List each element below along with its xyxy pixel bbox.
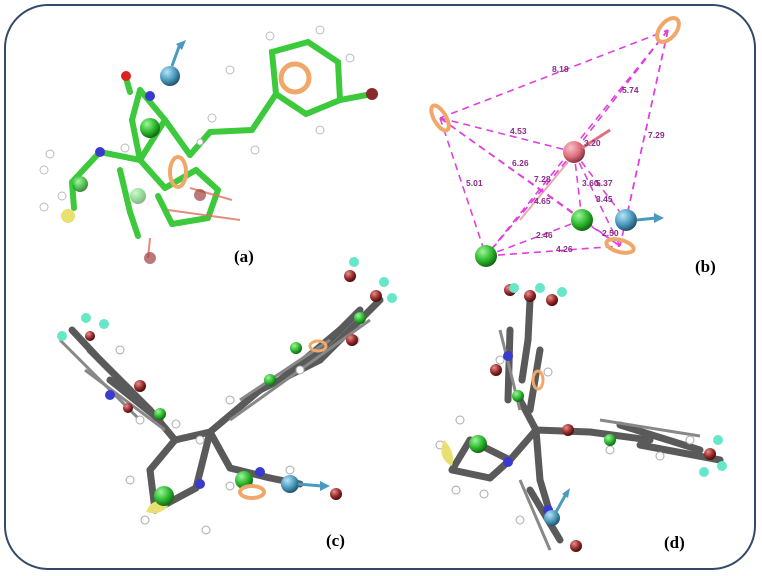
sulfur-atom [61, 209, 75, 223]
panel-d-alignment [435, 283, 727, 552]
distance-label: 3.45 [596, 194, 613, 204]
distance-label: 3.60 [582, 178, 599, 188]
nitrogen-atom [105, 390, 115, 400]
oxygen-atom [121, 71, 131, 81]
hydrophobic-sphere [571, 209, 593, 231]
distance-label: 2.46 [536, 230, 553, 240]
distance-label: 4.26 [556, 244, 573, 254]
hbond-donor-sphere [615, 209, 637, 231]
bromine-atom [490, 364, 502, 376]
bromine-atom [134, 380, 146, 392]
distance-label: 3.20 [584, 138, 601, 148]
hydrophobic-sphere [140, 118, 160, 138]
hbond-donor-sphere [544, 510, 560, 526]
aromatic-ring-feature [604, 237, 636, 255]
hbond-donor-sphere [281, 475, 299, 493]
panel-d-label: (d) [664, 533, 685, 552]
distance-label: 7.28 [534, 174, 551, 184]
panel-a-label: (a) [234, 247, 254, 266]
nitrogen-atom [503, 351, 513, 361]
hydrophobic-sphere [469, 435, 487, 453]
panel-b-label: (b) [695, 257, 716, 276]
hydrophobic-sphere [154, 486, 174, 506]
bromine-atom [144, 252, 156, 264]
hbond-acceptor-sphere [563, 141, 585, 163]
hbond-donor-sphere [160, 66, 180, 86]
hydrophobic-sphere [475, 245, 497, 267]
panel-b-pharmacophore: 8.18 5.74 4.53 7.29 6.26 5.01 7.28 3.60 … [429, 16, 681, 267]
aromatic-ring-feature [168, 155, 188, 189]
nitrogen-atom [195, 479, 205, 489]
sulfur-atom [441, 440, 453, 466]
distance-label: 6.26 [512, 158, 529, 168]
aromatic-ring-feature [238, 484, 266, 500]
panel-a-structure [39, 25, 378, 264]
aromatic-ring-feature [655, 16, 681, 44]
aromatic-ring-feature [278, 61, 312, 95]
bromine-atom [366, 88, 378, 100]
distance-label: 5.01 [466, 178, 483, 188]
distance-label: 2.50 [602, 228, 619, 238]
distance-label: 4.65 [534, 196, 551, 206]
nitrogen-atom [503, 457, 513, 467]
aromatic-ring-feature [429, 103, 451, 133]
distance-label: 8.18 [552, 64, 569, 74]
panel-c-alignment [57, 257, 397, 535]
bromine-atom [330, 488, 342, 500]
nitrogen-atom [145, 91, 155, 101]
aromatic-ring-feature [531, 369, 545, 391]
nitrogen-atom [95, 147, 105, 157]
distance-label: 5.37 [596, 178, 613, 188]
hydrophobic-sphere [72, 176, 88, 192]
distance-label: 4.53 [510, 126, 527, 136]
figure-frame [4, 4, 756, 570]
panel-c-label: (c) [326, 531, 345, 550]
distance-label: 5.74 [622, 85, 639, 95]
distance-label: 7.29 [648, 130, 665, 140]
